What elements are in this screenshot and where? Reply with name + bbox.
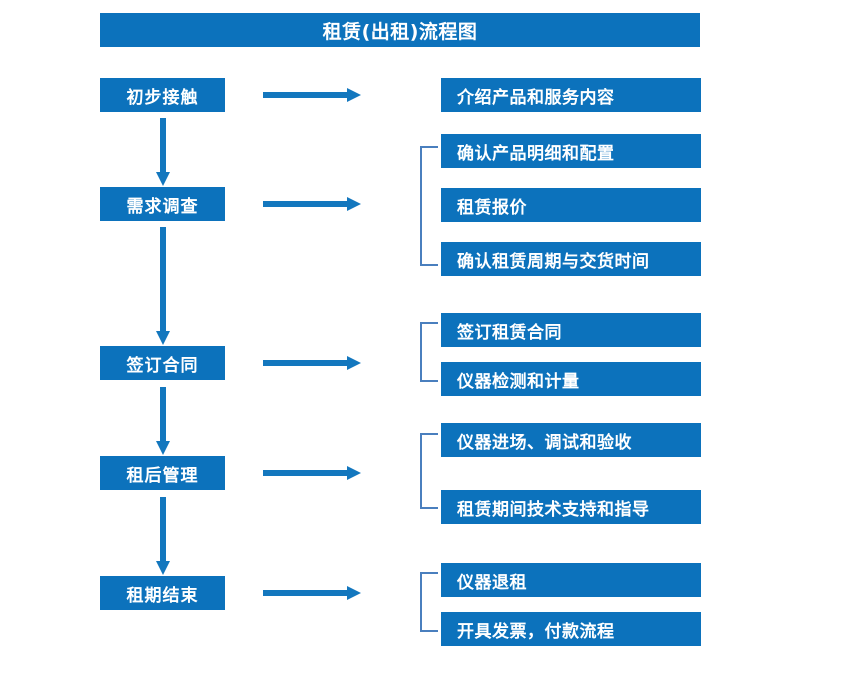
detail-box-zulin-qijian-jishu-zhichi[interactable]: 租赁期间技术支持和指导 xyxy=(441,490,701,524)
vertical-arrow-2 xyxy=(155,227,171,345)
stage-box-qianding-hetong[interactable]: 签订合同 xyxy=(100,346,225,380)
detail-box-queren-chanpin-mingxi[interactable]: 确认产品明细和配置 xyxy=(441,134,701,168)
stage-box-chubu-jiechu[interactable]: 初步接触 xyxy=(100,78,225,112)
detail-box-queren-zulin-zhouqi[interactable]: 确认租赁周期与交货时间 xyxy=(441,242,701,276)
group-bracket-zuqi-jieshu xyxy=(420,572,438,632)
stage-box-zuhou-guanli[interactable]: 租后管理 xyxy=(100,456,225,490)
detail-box-jieshao-chanpin-fuwu[interactable]: 介绍产品和服务内容 xyxy=(441,78,701,112)
group-bracket-zuhou-guanli xyxy=(420,433,438,509)
vertical-arrow-4 xyxy=(155,497,171,575)
group-bracket-xuqiu-diaocha xyxy=(420,146,438,266)
diagram-title: 租赁(出租)流程图 xyxy=(100,13,700,47)
detail-box-yiqi-jiance-jiliang[interactable]: 仪器检测和计量 xyxy=(441,362,701,396)
horizontal-arrow-3 xyxy=(263,355,361,371)
stage-box-zuqi-jieshu[interactable]: 租期结束 xyxy=(100,576,225,610)
horizontal-arrow-1 xyxy=(263,87,361,103)
stage-box-xuqiu-diaocha[interactable]: 需求调查 xyxy=(100,187,225,221)
horizontal-arrow-4 xyxy=(263,465,361,481)
detail-box-zulin-baojia[interactable]: 租赁报价 xyxy=(441,188,701,222)
detail-box-kaiju-fapiao-fukuan[interactable]: 开具发票，付款流程 xyxy=(441,612,701,646)
group-bracket-qianding-hetong xyxy=(420,322,438,382)
horizontal-arrow-2 xyxy=(263,196,361,212)
detail-box-qianding-zulin-hetong[interactable]: 签订租赁合同 xyxy=(441,313,701,347)
detail-box-yiqi-jinchang-tiaoshi[interactable]: 仪器进场、调试和验收 xyxy=(441,423,701,457)
horizontal-arrow-5 xyxy=(263,585,361,601)
vertical-arrow-3 xyxy=(155,387,171,455)
detail-box-yiqi-tuizu[interactable]: 仪器退租 xyxy=(441,563,701,597)
vertical-arrow-1 xyxy=(155,118,171,186)
